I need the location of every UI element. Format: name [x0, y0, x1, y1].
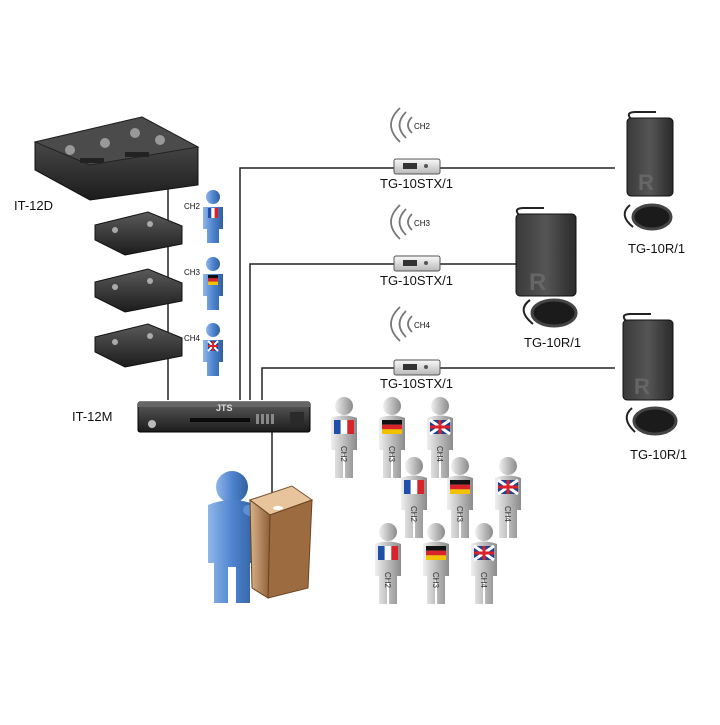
label-receiver-bottom: TG-10R/1: [630, 447, 688, 462]
svg-text:R: R: [638, 170, 654, 195]
listener-channel-label: CH4: [479, 572, 488, 589]
console-unit-large: [33, 116, 200, 201]
wireless-waves-icon-ch4: [390, 306, 413, 342]
listener-channel-label: CH4: [503, 506, 512, 523]
svg-text:R: R: [529, 269, 546, 296]
listener-channel-label: CH2: [383, 572, 392, 589]
uk-flag-icon: [473, 544, 495, 562]
bodypack-receiver-middle: R: [515, 207, 578, 328]
listener-channel-label: CH3: [431, 572, 440, 589]
wireless-waves-icon-ch3: [390, 204, 413, 240]
france-flag-icon: [334, 420, 354, 434]
france-flag-icon: [404, 480, 424, 494]
label-transmitter-ch4: TG-10STX/1: [380, 376, 453, 391]
listener-channel-label: CH3: [387, 446, 396, 463]
wire-ch4: [261, 367, 398, 400]
listener-figure-ch2: CH2: [401, 457, 427, 538]
label-transmitter-ch2: TG-10STX/1: [380, 176, 453, 191]
listener-channel-label: CH2: [409, 506, 418, 523]
label-ch2-interpreter: CH2: [184, 202, 201, 211]
label-ch3-interpreter: CH3: [184, 268, 201, 277]
listener-channel-label: CH4: [435, 446, 444, 463]
listener-channel-label: CH2: [339, 446, 348, 463]
interpreter-figure-ch4: [203, 323, 223, 376]
listener-figure-ch4: CH4: [427, 397, 453, 478]
transmitter-box-ch4: [393, 359, 441, 376]
interpreter-figure-ch3: [203, 257, 223, 310]
germany-flag-icon: [426, 546, 446, 560]
label-receiver-top: TG-10R/1: [628, 241, 686, 256]
bodypack-receiver-top: R: [623, 111, 674, 231]
transmitter-box-ch2: [393, 158, 441, 175]
france-flag-icon: [378, 546, 398, 560]
listener-figure-ch2: CH2: [375, 523, 401, 604]
transmitter-box-ch3: [393, 255, 441, 272]
console-unit-small-2: [94, 268, 183, 313]
listener-figure-ch3: CH3: [379, 397, 405, 478]
label-it12d: IT-12D: [14, 198, 54, 213]
listener-channel-label: CH3: [455, 506, 464, 523]
uk-flag-icon: [497, 478, 519, 496]
svg-text:R: R: [634, 374, 650, 399]
label-ch2-wireless: CH2: [414, 122, 431, 131]
main-unit-brand: JTS: [216, 403, 233, 413]
label-ch3-wireless: CH3: [414, 219, 431, 228]
wiring: [152, 167, 615, 515]
germany-flag-icon: [450, 480, 470, 494]
label-receiver-middle: TG-10R/1: [524, 335, 582, 350]
console-unit-small-1: [94, 211, 183, 256]
listener-figure-ch3: CH3: [423, 523, 449, 604]
germany-flag-icon: [382, 420, 402, 434]
bodypack-receiver-bottom: R: [622, 313, 678, 436]
label-transmitter-ch3: TG-10STX/1: [380, 273, 453, 288]
main-unit: [137, 401, 311, 433]
interpreter-figure-ch2: [203, 190, 223, 243]
label-ch4-wireless: CH4: [414, 321, 431, 330]
label-ch4-interpreter: CH4: [184, 334, 201, 343]
listener-figure-ch4: CH4: [495, 457, 521, 538]
wire-ch2: [239, 167, 398, 400]
console-unit-small-3: [94, 323, 183, 368]
wireless-waves-icon-ch2: [390, 107, 413, 143]
label-it12m: IT-12M: [72, 409, 113, 424]
listener-figure-ch2: CH2: [331, 397, 357, 478]
listener-figure-ch3: CH3: [447, 457, 473, 538]
listener-figure-ch4: CH4: [471, 523, 497, 604]
uk-flag-icon: [429, 418, 451, 436]
speaker-at-lectern: [208, 471, 314, 603]
wire-ch3: [249, 263, 398, 400]
